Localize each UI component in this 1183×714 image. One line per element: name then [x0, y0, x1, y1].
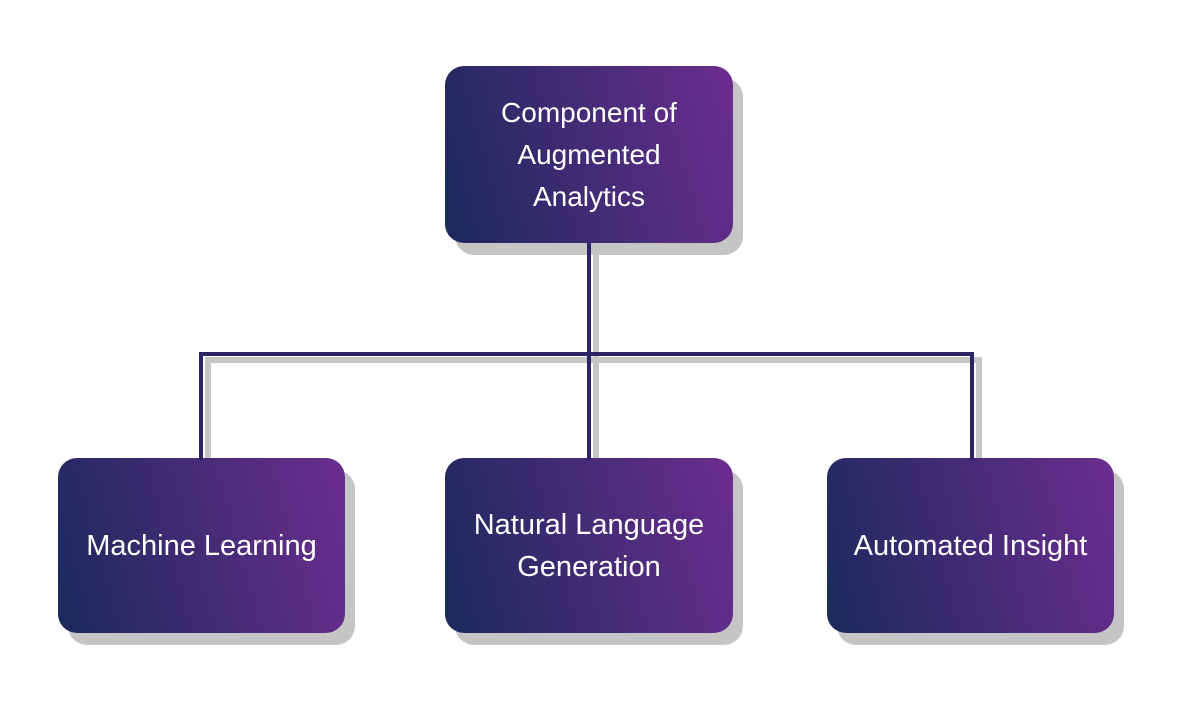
node-natural-language-generation-label: Natural Language Generation: [473, 508, 705, 583]
node-root: Component of Augmented Analytics: [445, 66, 733, 243]
connector-right-drop-shadow: [976, 357, 982, 461]
connector-horizontal: [199, 352, 974, 356]
connector-left-drop: [199, 352, 203, 460]
connector-right-drop: [970, 352, 974, 460]
connector-horizontal-shadow: [205, 357, 980, 363]
connector-left-drop-shadow: [205, 357, 211, 461]
node-machine-learning-label: Machine Learning: [86, 529, 317, 562]
node-automated-insight: Automated Insight: [827, 458, 1114, 633]
node-automated-insight-label: Automated Insight: [853, 529, 1088, 562]
node-machine-learning: Machine Learning: [58, 458, 345, 633]
node-root-label: Component of Augmented Analytics: [501, 96, 677, 212]
node-natural-language-generation: Natural Language Generation: [445, 458, 733, 633]
connector-root-stem: [587, 243, 591, 460]
connector-root-stem-shadow: [593, 248, 599, 464]
